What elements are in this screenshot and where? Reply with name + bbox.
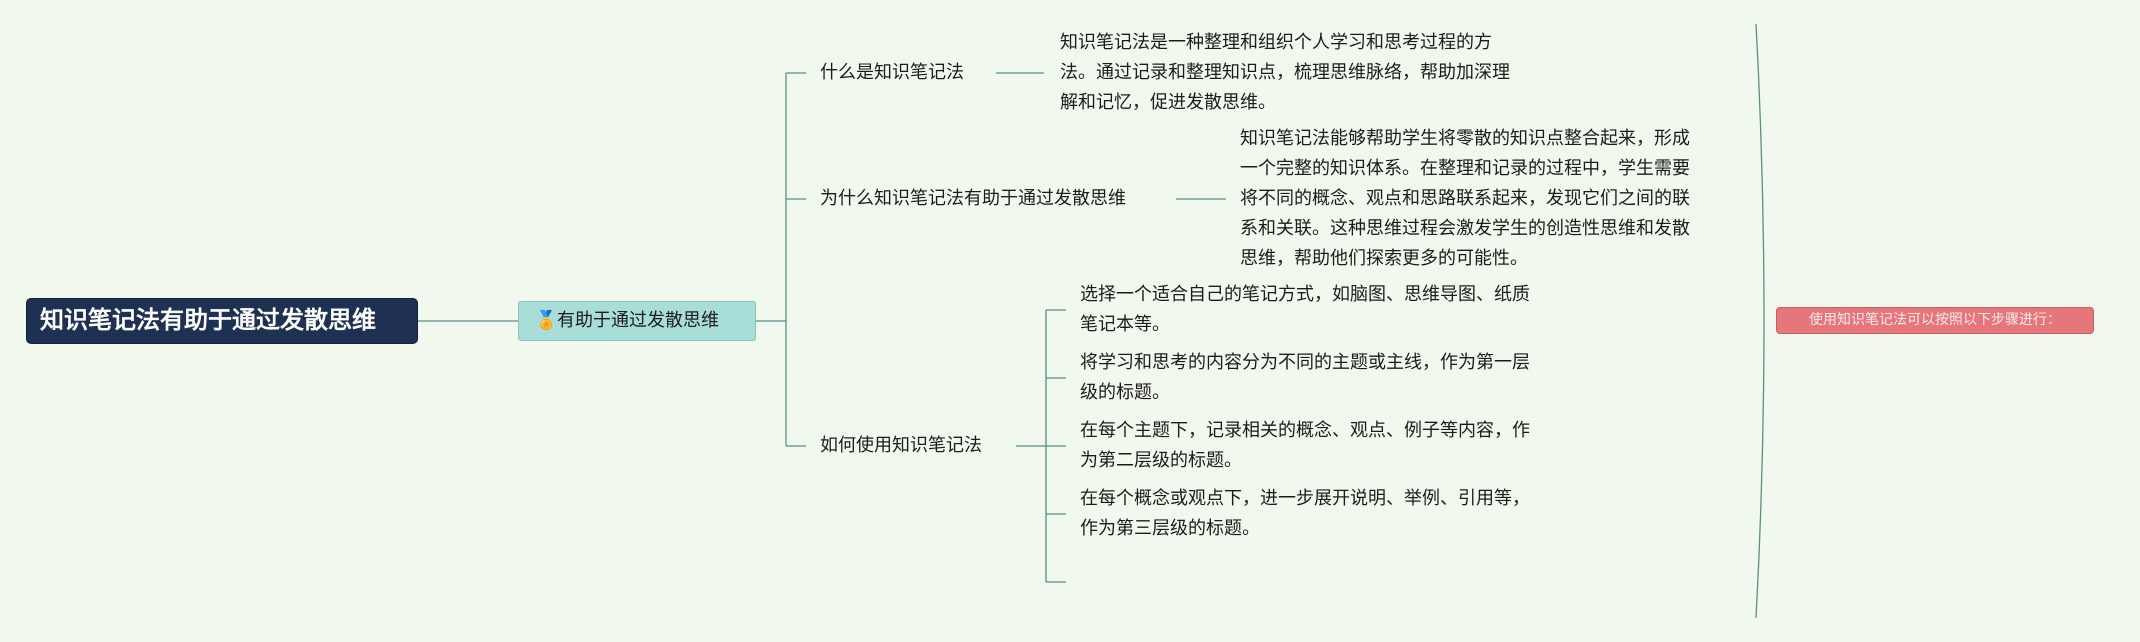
text-line: 作为第三层级的标题。 [1080, 518, 1260, 539]
text-line: 在每个主题下，记录相关的概念、观点、例子等内容，作 [1080, 420, 1530, 441]
text-line: 级的标题。 [1080, 382, 1170, 403]
branch-how-title[interactable]: 如何使用知识笔记法 [820, 435, 982, 456]
summary-brace [1755, 23, 1765, 619]
branch-what-title[interactable]: 什么是知识笔记法 [820, 62, 964, 83]
text-line: 知识笔记法能够帮助学生将零散的知识点整合起来，形成 [1240, 128, 1690, 149]
text-line: 知识笔记法是一种整理和组织个人学习和思考过程的方 [1060, 32, 1492, 53]
text-line: 法。通过记录和整理知识点，梳理思维脉络，帮助加深理 [1060, 62, 1510, 83]
text-line: 一个完整的知识体系。在整理和记录的过程中，学生需要 [1240, 158, 1690, 179]
step-4[interactable]: 在每个概念或观点下，进一步展开说明、举例、引用等， 作为第三层级的标题。 [1080, 484, 1530, 544]
subtopic-node[interactable]: 🏅有助于通过发散思维 [518, 301, 756, 341]
medal-icon: 🏅 [535, 310, 558, 331]
step-2[interactable]: 将学习和思考的内容分为不同的主题或主线，作为第一层 级的标题。 [1080, 348, 1530, 408]
text-line: 选择一个适合自己的笔记方式，如脑图、思维导图、纸质 [1080, 284, 1530, 305]
root-topic-label: 知识笔记法有助于通过发散思维 [40, 306, 376, 334]
text-line: 解和记忆，促进发散思维。 [1060, 92, 1276, 113]
text-line: 系和关联。这种思维过程会激发学生的创造性思维和发散 [1240, 218, 1690, 239]
text-line: 思维，帮助他们探索更多的可能性。 [1240, 248, 1528, 269]
summary-tag-label: 使用知识笔记法可以按照以下步骤进行： [1809, 312, 2061, 328]
summary-tag[interactable]: 使用知识笔记法可以按照以下步骤进行： [1776, 307, 2094, 334]
text-line: 将学习和思考的内容分为不同的主题或主线，作为第一层 [1080, 352, 1530, 373]
text-line: 为第二层级的标题。 [1080, 450, 1242, 471]
branch-what-description[interactable]: 知识笔记法是一种整理和组织个人学习和思考过程的方 法。通过记录和整理知识点，梳理… [1060, 28, 1510, 118]
step-3[interactable]: 在每个主题下，记录相关的概念、观点、例子等内容，作 为第二层级的标题。 [1080, 416, 1530, 476]
step-5-empty[interactable] [1080, 568, 1100, 596]
text-line: 将不同的概念、观点和思路联系起来，发现它们之间的联 [1240, 188, 1690, 209]
text-line: 在每个概念或观点下，进一步展开说明、举例、引用等， [1080, 488, 1530, 509]
root-topic[interactable]: 知识笔记法有助于通过发散思维 [26, 298, 418, 344]
subtopic-label: 有助于通过发散思维 [557, 310, 719, 331]
branch-why-title[interactable]: 为什么知识笔记法有助于通过发散思维 [820, 188, 1126, 209]
step-1[interactable]: 选择一个适合自己的笔记方式，如脑图、思维导图、纸质 笔记本等。 [1080, 280, 1530, 340]
branch-why-description[interactable]: 知识笔记法能够帮助学生将零散的知识点整合起来，形成 一个完整的知识体系。在整理和… [1240, 124, 1690, 274]
text-line: 笔记本等。 [1080, 314, 1170, 335]
